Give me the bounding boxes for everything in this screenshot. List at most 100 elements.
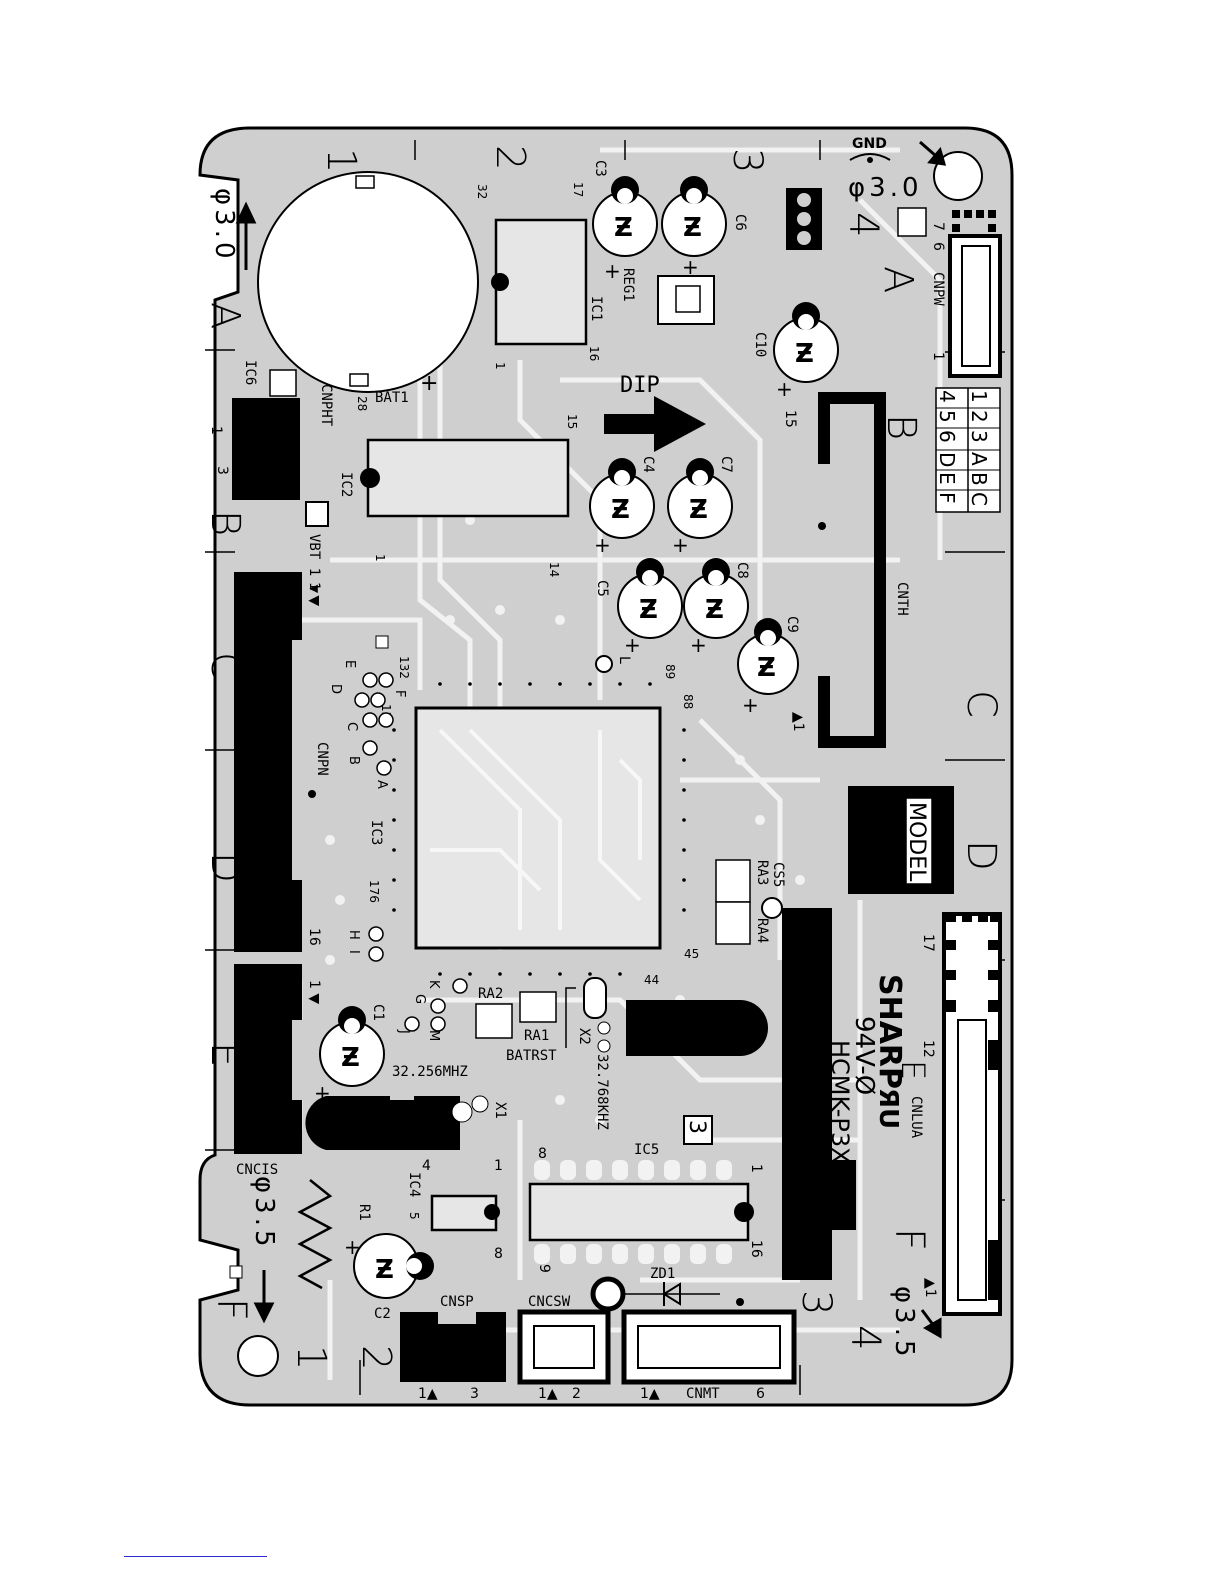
cnlua-pin-17: 17 bbox=[920, 934, 936, 952]
test-point-j: J bbox=[396, 1029, 411, 1034]
ul-mark: ЯU bbox=[873, 1088, 903, 1129]
c2-label: C2 bbox=[374, 1306, 391, 1322]
ic1-chip bbox=[494, 218, 588, 346]
gnd-arc bbox=[849, 153, 891, 161]
ic3-pin-89: 89 bbox=[663, 664, 677, 679]
ic3-pin-176: 176 bbox=[367, 880, 381, 903]
cnmt-pin-1: 1▲ bbox=[640, 1386, 660, 1402]
reg1-outline bbox=[657, 275, 715, 325]
test-point-f: F bbox=[392, 690, 407, 697]
cnpn-dot bbox=[308, 790, 316, 798]
svg-text:Ƶ: Ƶ bbox=[705, 595, 724, 625]
c9-label: C9 bbox=[784, 616, 800, 633]
ra2-label: RA2 bbox=[478, 986, 503, 1002]
ic1-pin1-mark bbox=[491, 273, 509, 291]
ic3-internal-traces bbox=[430, 728, 642, 930]
ic5-pads bbox=[534, 1160, 732, 1264]
test-point-g: G bbox=[412, 994, 427, 1004]
hole-label-top-right: φ3.0 bbox=[848, 173, 923, 203]
center-right-connector-notch bbox=[826, 1160, 856, 1230]
cs5-label: CS5 bbox=[770, 862, 786, 887]
c2-plus: + bbox=[344, 1235, 361, 1259]
x2-pad-2 bbox=[597, 1039, 611, 1053]
c6-label: C6 bbox=[732, 214, 748, 231]
capacitor-c9: Ƶ bbox=[737, 618, 799, 695]
ic3-pin-88: 88 bbox=[681, 694, 695, 709]
dip-cell-b: B bbox=[967, 472, 991, 486]
ic5-pin1-mark bbox=[734, 1202, 754, 1222]
x2-pad-1 bbox=[597, 1021, 611, 1035]
dip-cell-4: 4 bbox=[935, 390, 959, 403]
reg1-inner bbox=[675, 285, 701, 313]
c6-plus: + bbox=[682, 255, 699, 279]
x2-label: X2 bbox=[576, 1028, 592, 1045]
ra2-array bbox=[475, 1003, 513, 1039]
grid-letter-right-a: A bbox=[875, 266, 921, 293]
x1-crystal bbox=[305, 1096, 460, 1150]
battery-label: BAT1 bbox=[375, 390, 409, 406]
cnth-connector bbox=[818, 392, 886, 748]
capacitor-c1: Ƶ bbox=[319, 1006, 385, 1087]
capacitor-c7: Ƶ bbox=[667, 458, 733, 539]
c4-plus: + bbox=[594, 533, 611, 557]
cncis-connector bbox=[234, 964, 302, 1154]
model-frame bbox=[905, 797, 933, 885]
ic2-label: IC2 bbox=[338, 472, 354, 497]
ic4-pin-8: 8 bbox=[494, 1246, 503, 1262]
battery-bat1 bbox=[257, 171, 479, 393]
ic4-pin1-mark bbox=[484, 1204, 500, 1220]
ic4-pin-1: 1 bbox=[494, 1158, 503, 1174]
cnpw-pin-1: 1 bbox=[930, 352, 946, 361]
model-label: MODEL bbox=[904, 802, 929, 882]
ic5-pin-9: 9 bbox=[536, 1264, 552, 1273]
dip-cell-3: 3 bbox=[967, 430, 991, 443]
dip-cell-1: 1 bbox=[967, 390, 991, 403]
freq1-label: 32.256MHZ bbox=[392, 1064, 468, 1080]
mounting-hole-bottom-left bbox=[237, 1335, 279, 1377]
svg-text:Ƶ: Ƶ bbox=[375, 1255, 394, 1285]
capacitor-c8: Ƶ bbox=[683, 558, 749, 639]
grid-number-top-3: 3 bbox=[724, 148, 770, 173]
vbt-pad bbox=[305, 501, 329, 527]
cnmt-connector bbox=[621, 1309, 797, 1385]
x1-pad-2 bbox=[471, 1095, 489, 1113]
ic3-pin-45: 45 bbox=[684, 947, 699, 961]
cnpn-pin-16: 16 bbox=[306, 928, 322, 946]
cnpn-connector bbox=[234, 572, 302, 952]
capacitor-c3: Ƶ bbox=[592, 176, 658, 257]
cncis-notch bbox=[292, 1020, 304, 1100]
ic5-pin-1: 1 bbox=[748, 1164, 764, 1173]
cnth-pin-15: 15 bbox=[782, 410, 798, 428]
grid-letter-left-a: A bbox=[202, 302, 248, 329]
c8-label: C8 bbox=[734, 562, 750, 579]
dip-cell-d: D bbox=[935, 452, 959, 467]
gnd-point bbox=[867, 157, 873, 163]
batrst-label: BATRST bbox=[506, 1048, 557, 1064]
ra1-label: RA1 bbox=[524, 1028, 549, 1044]
cnpn-label: CNPN bbox=[314, 742, 330, 776]
cnth-label: CNTH bbox=[894, 582, 910, 616]
ic3-label: IC3 bbox=[368, 820, 384, 845]
cnsp-pin-3: 3 bbox=[470, 1386, 479, 1402]
c8-plus: + bbox=[690, 633, 707, 657]
r1-label: R1 bbox=[356, 1204, 372, 1221]
cnmt-label: CNMT bbox=[686, 1386, 720, 1402]
cnpw-pins-dashes bbox=[952, 210, 996, 232]
ic3-pin-44: 44 bbox=[644, 973, 659, 987]
zd1-label: ZD1 bbox=[650, 1266, 675, 1282]
cnpht-label: CNPHT bbox=[318, 384, 334, 427]
pad-1 bbox=[797, 193, 811, 207]
ic2-pin1-mark bbox=[360, 468, 380, 488]
cnth-pin-1: ▲1 bbox=[790, 712, 806, 732]
capacitor-c6: Ƶ bbox=[661, 176, 727, 257]
square-pad-bottom-left bbox=[229, 1265, 243, 1279]
x1-pad-1 bbox=[451, 1101, 473, 1123]
test-point-i: I bbox=[346, 950, 361, 954]
grid-letter-right-e: E bbox=[894, 1060, 932, 1080]
battery-tab-bottom bbox=[349, 373, 369, 387]
ic2-pin-1: 1 bbox=[373, 554, 387, 562]
resistor-r1 bbox=[297, 1179, 333, 1290]
svg-text:Ƶ: Ƶ bbox=[341, 1043, 360, 1073]
svg-text:Ƶ: Ƶ bbox=[611, 495, 630, 525]
grid-number-top-1: 1 bbox=[318, 148, 364, 173]
